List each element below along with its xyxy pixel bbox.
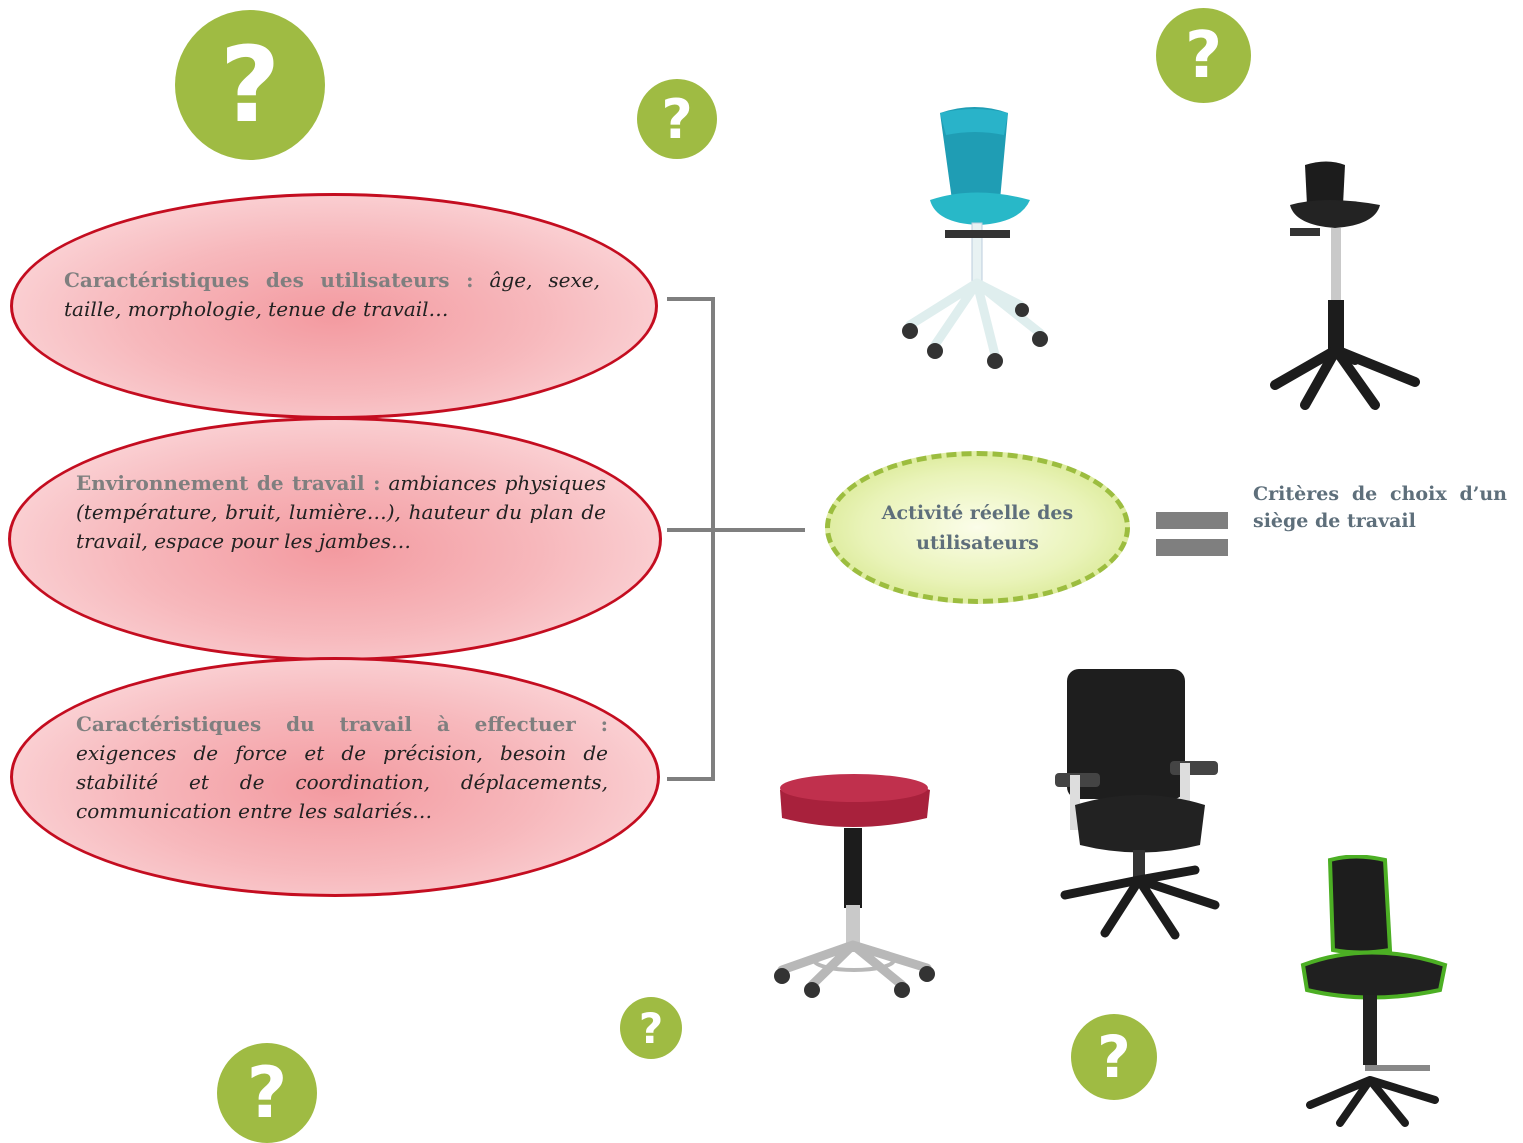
users-characteristics-body: âge, sexe, taille, morphologie, tenue de… xyxy=(64,268,600,321)
equals-bar-bottom xyxy=(1156,539,1228,556)
users-characteristics-lead: Caractéristiques des utilisateurs : xyxy=(64,268,474,292)
work-environment-lead: Environnement de travail : xyxy=(76,471,381,495)
work-tasks-body: exigences de force et de précision, beso… xyxy=(76,741,608,823)
work-tasks-lead: Caractéristiques du travail à effectuer … xyxy=(76,712,608,736)
work-environment-text: Environnement de travail : ambiances phy… xyxy=(76,469,606,556)
users-characteristics-ellipse xyxy=(10,193,658,419)
teal-saddle-chair-image xyxy=(902,107,1048,369)
black-standing-stool-image xyxy=(1270,161,1420,410)
question-mark-icon: ? xyxy=(1071,1014,1157,1100)
red-saddle-stool-image xyxy=(774,774,935,998)
criteria-label: Critères de choix d’un siège de travail xyxy=(1253,483,1507,532)
activity-label: Activité réelle des utilisateurs xyxy=(881,501,1074,554)
work-environment-body: ambiances physiques (température, bruit,… xyxy=(76,471,606,553)
question-mark-icon: ? xyxy=(620,997,682,1059)
work-tasks-ellipse xyxy=(10,657,660,897)
bracket-bottom-arm xyxy=(667,777,715,781)
question-mark-icon: ? xyxy=(637,79,717,159)
activity-ellipse: Activité réelle des utilisateurs xyxy=(825,451,1130,604)
bracket-vertical xyxy=(711,297,715,781)
bracket-top-arm xyxy=(667,297,715,301)
black-office-chair-image xyxy=(1055,669,1220,940)
question-mark-icon: ? xyxy=(1156,8,1251,103)
green-lab-chair-image xyxy=(1300,855,1448,1127)
question-mark-icon: ? xyxy=(217,1043,317,1143)
equals-bar-top xyxy=(1156,512,1228,529)
work-tasks-text: Caractéristiques du travail à effectuer … xyxy=(76,710,608,826)
bracket-middle-arm xyxy=(667,528,805,532)
work-environment-ellipse xyxy=(8,417,662,661)
users-characteristics-text: Caractéristiques des utilisateurs : âge,… xyxy=(64,266,600,324)
question-mark-icon: ? xyxy=(175,10,325,160)
